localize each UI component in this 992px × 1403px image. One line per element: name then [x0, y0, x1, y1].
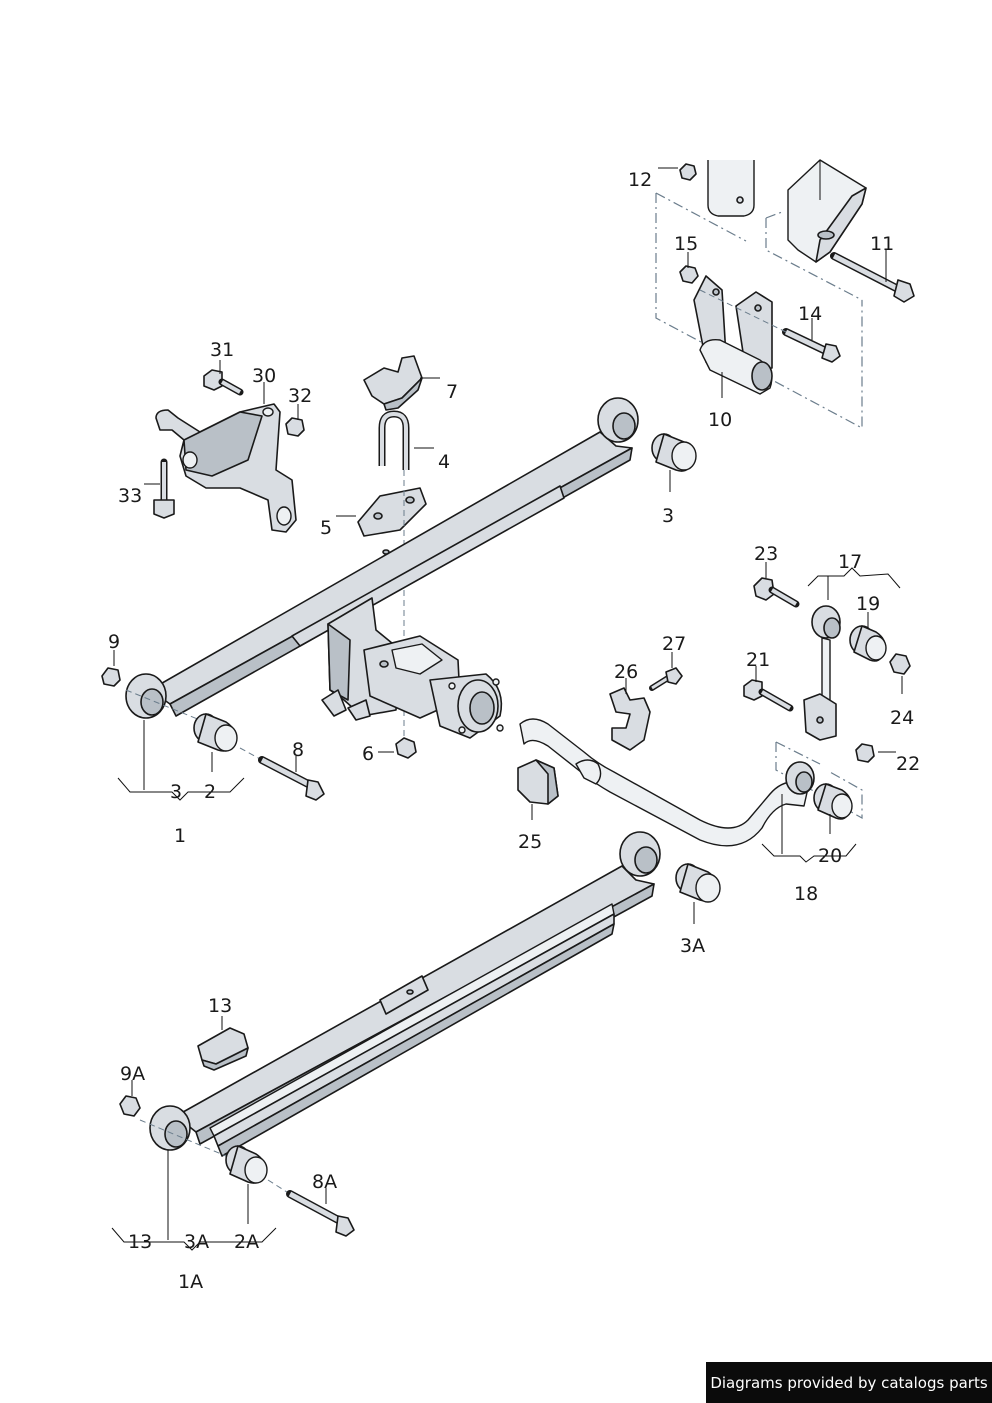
- callout-21: 21: [746, 649, 770, 671]
- stabilizer-link-17: [803, 605, 841, 741]
- shackle-10: [693, 275, 773, 398]
- callout-17: 17: [838, 551, 862, 573]
- nut-22: [855, 743, 896, 763]
- bushing-2: [193, 713, 238, 772]
- callout-13-bottom: 13: [128, 1231, 152, 1253]
- callout-13-top: 13: [208, 995, 232, 1017]
- callout-10: 10: [708, 409, 732, 431]
- callout-5: 5: [320, 517, 332, 539]
- clamp-26: [609, 678, 651, 751]
- bolt-14: [699, 289, 841, 363]
- callout-33: 33: [118, 485, 142, 507]
- stabilizer-bar-18: [519, 718, 815, 847]
- bushing-2A: [225, 1145, 268, 1224]
- u-bolt-4: [378, 410, 434, 470]
- nut-32: [285, 404, 305, 437]
- callout-3A-top: 3A: [680, 935, 705, 957]
- callout-18: 18: [794, 883, 818, 905]
- callout-24: 24: [890, 707, 914, 729]
- bolt-8: [239, 747, 325, 801]
- leaf-spring-1A: [149, 831, 661, 1157]
- callout-4: 4: [438, 451, 450, 473]
- callout-7: 7: [446, 381, 458, 403]
- suspension-exploded-diagram: 12 15 11 14 10 31 30 32 7 4 33 5 3 23 17…: [101, 159, 920, 1293]
- callout-1A: 1A: [178, 1271, 203, 1293]
- assembly-dashline-b: [655, 192, 747, 242]
- callout-9A: 9A: [120, 1063, 145, 1085]
- axle-housing: [321, 597, 504, 739]
- callout-3-top: 3: [662, 505, 674, 527]
- nut-12: [658, 163, 697, 181]
- callout-31: 31: [210, 339, 234, 361]
- bushing-20: [813, 783, 853, 834]
- nut-24: [889, 653, 911, 694]
- callout-12: 12: [628, 169, 652, 191]
- bushing-19: [849, 612, 887, 662]
- assembly-dashline-c: [765, 218, 863, 301]
- bolt-11: [830, 250, 915, 303]
- nut-9: [101, 650, 121, 687]
- brace-1: [117, 777, 245, 801]
- callout-9: 9: [108, 631, 120, 653]
- bushing-3A-top: [675, 863, 721, 924]
- pad-13: [197, 1016, 249, 1071]
- frame-rail-bracket: [787, 159, 867, 263]
- bolt-8A: [267, 1179, 355, 1237]
- plate-5: [336, 487, 427, 537]
- bushing-3-top: [651, 433, 697, 492]
- nut-9A: [119, 1080, 141, 1117]
- callout-2A: 2A: [234, 1231, 259, 1253]
- bolt-27: [649, 652, 683, 691]
- eye-axis-left: [125, 689, 201, 721]
- link-dashline: [775, 742, 863, 820]
- brace-17: [807, 567, 901, 589]
- nut-6: [378, 737, 417, 759]
- callout-15: 15: [674, 233, 698, 255]
- callout-2: 2: [204, 781, 216, 803]
- callout-6: 6: [362, 743, 374, 765]
- bolt-23: [753, 562, 800, 608]
- callout-3A-bottom: 3A: [184, 1231, 209, 1253]
- bolt-21: [743, 666, 794, 712]
- bushing-25: [517, 759, 559, 820]
- callout-30: 30: [252, 365, 276, 387]
- callout-26: 26: [614, 661, 638, 683]
- nut-15: [679, 252, 699, 284]
- callout-19: 19: [856, 593, 880, 615]
- callout-3-left: 3: [170, 781, 182, 803]
- callout-23: 23: [754, 543, 778, 565]
- brace-18: [761, 843, 857, 863]
- bolt-31: [203, 360, 244, 396]
- callout-32: 32: [288, 385, 312, 407]
- bolt-33: [144, 458, 175, 519]
- assembly-dashline-d: [765, 211, 783, 219]
- pad-7: [363, 355, 440, 411]
- eye-axis-lower: [139, 1119, 227, 1157]
- callout-1: 1: [174, 825, 186, 847]
- frame-rail-left: [707, 160, 755, 217]
- callout-20: 20: [818, 845, 842, 867]
- callout-25: 25: [518, 831, 542, 853]
- callout-8A: 8A: [312, 1171, 337, 1193]
- credit-banner: Diagrams provided by catalogs parts: [706, 1362, 992, 1403]
- leaf-spring-1: [125, 397, 639, 719]
- callout-11: 11: [870, 233, 894, 255]
- hanger-bracket-30: [155, 382, 297, 533]
- callout-22: 22: [896, 753, 920, 775]
- link-dashline-b: [775, 741, 821, 765]
- callout-8: 8: [292, 739, 304, 761]
- callout-14: 14: [798, 303, 822, 325]
- brace-1A: [111, 1227, 277, 1251]
- callout-27: 27: [662, 633, 686, 655]
